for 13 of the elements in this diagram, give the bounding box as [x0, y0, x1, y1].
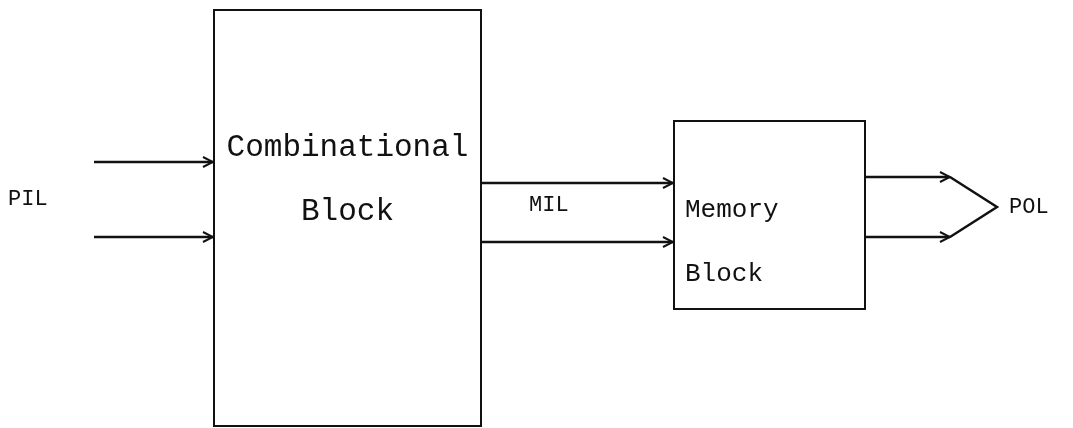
signal-name: PIL: [8, 187, 48, 213]
arrow: [866, 231, 951, 243]
arrow: [482, 236, 674, 248]
block-label: Memory Block: [685, 194, 780, 291]
arrow: [94, 231, 214, 243]
signal-name: MIL: [529, 193, 569, 219]
arrow: [866, 171, 951, 183]
block-box: [673, 120, 866, 310]
arrow: [94, 156, 214, 168]
block-label: Combinational Block: [225, 129, 470, 231]
signal-name: POL: [1009, 195, 1049, 221]
block-box: [213, 9, 482, 427]
arrow: [482, 177, 674, 189]
